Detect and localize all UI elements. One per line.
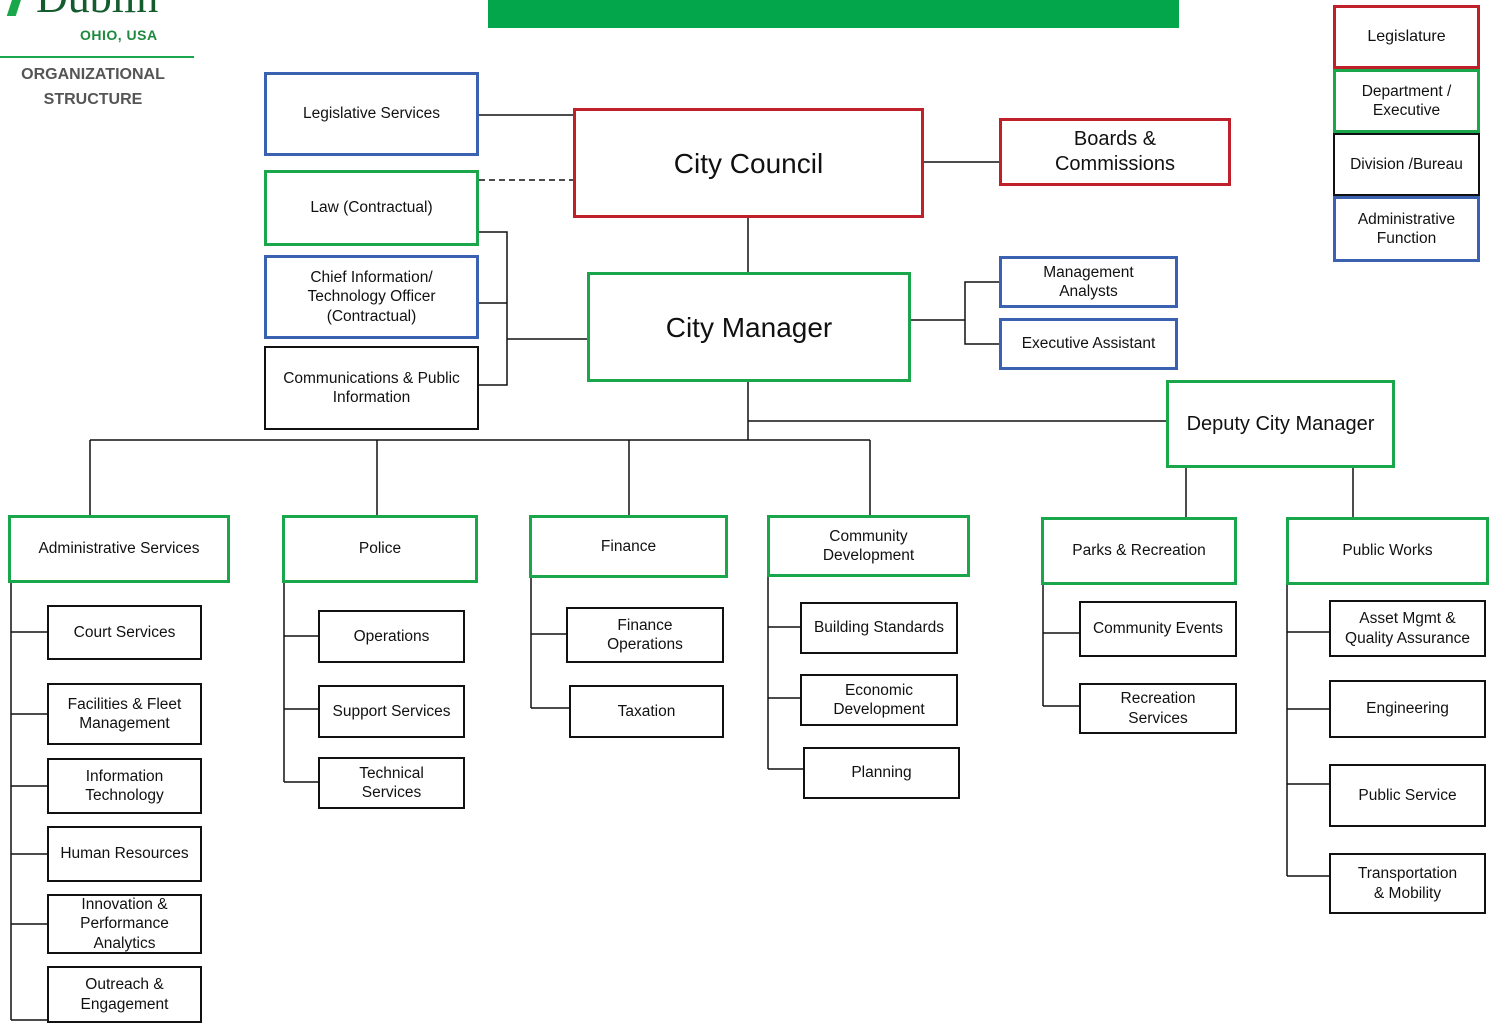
division-taxation: Taxation — [569, 685, 724, 738]
dept-community-development: Community Development — [767, 515, 970, 577]
division-court-services: Court Services — [47, 605, 202, 660]
dublin-logo-wordmark: Dublin — [36, 0, 158, 23]
division-recreation-services: Recreation Services — [1079, 683, 1237, 734]
logo-location: OHIO, USA — [80, 27, 158, 43]
division-operations: Operations — [318, 610, 465, 663]
division-human-resources: Human Resources — [47, 826, 202, 882]
dept-police: Police — [282, 515, 478, 583]
division-transportation-mobility: Transportation & Mobility — [1329, 853, 1486, 914]
cio-box: Chief Information/ Technology Officer (C… — [264, 255, 479, 339]
division-engineering: Engineering — [1329, 680, 1486, 738]
logo-divider — [0, 56, 194, 58]
division-public-service: Public Service — [1329, 764, 1486, 827]
header-color-bar — [488, 0, 1179, 28]
division-innovation-analytics: Innovation & Performance Analytics — [47, 894, 202, 954]
communications-box: Communications & Public Information — [264, 346, 479, 430]
division-outreach-engagement: Outreach & Engagement — [47, 966, 202, 1023]
division-planning: Planning — [803, 747, 960, 799]
division-community-events: Community Events — [1079, 601, 1237, 657]
dept-parks-recreation: Parks & Recreation — [1041, 517, 1237, 585]
legend-department: Department / Executive — [1333, 69, 1480, 133]
legislative-services-box: Legislative Services — [264, 72, 479, 156]
city-council-box: City Council — [573, 108, 924, 218]
dept-administrative-services: Administrative Services — [8, 515, 230, 583]
boards-commissions-box: Boards & Commissions — [999, 118, 1231, 186]
division-information-technology: Information Technology — [47, 758, 202, 814]
city-manager-box: City Manager — [587, 272, 911, 382]
division-asset-mgmt: Asset Mgmt & Quality Assurance — [1329, 600, 1486, 657]
legend-administrative: Administrative Function — [1333, 196, 1480, 262]
executive-assistant-box: Executive Assistant — [999, 318, 1178, 370]
division-economic-development: Economic Development — [800, 674, 958, 726]
division-building-standards: Building Standards — [800, 602, 958, 654]
division-facilities-fleet: Facilities & Fleet Management — [47, 683, 202, 745]
law-box: Law (Contractual) — [264, 170, 479, 246]
division-finance-operations: Finance Operations — [566, 607, 724, 663]
division-technical-services: Technical Services — [318, 757, 465, 809]
management-analysts-box: Management Analysts — [999, 256, 1178, 308]
dept-finance: Finance — [529, 515, 728, 578]
page-title: ORGANIZATIONAL STRUCTURE — [21, 66, 165, 108]
legend-legislature: Legislature — [1333, 5, 1480, 69]
legend-division: Division /Bureau — [1333, 133, 1480, 196]
division-support-services: Support Services — [318, 685, 465, 738]
deputy-city-manager-box: Deputy City Manager — [1166, 380, 1395, 468]
dept-public-works: Public Works — [1286, 517, 1489, 585]
